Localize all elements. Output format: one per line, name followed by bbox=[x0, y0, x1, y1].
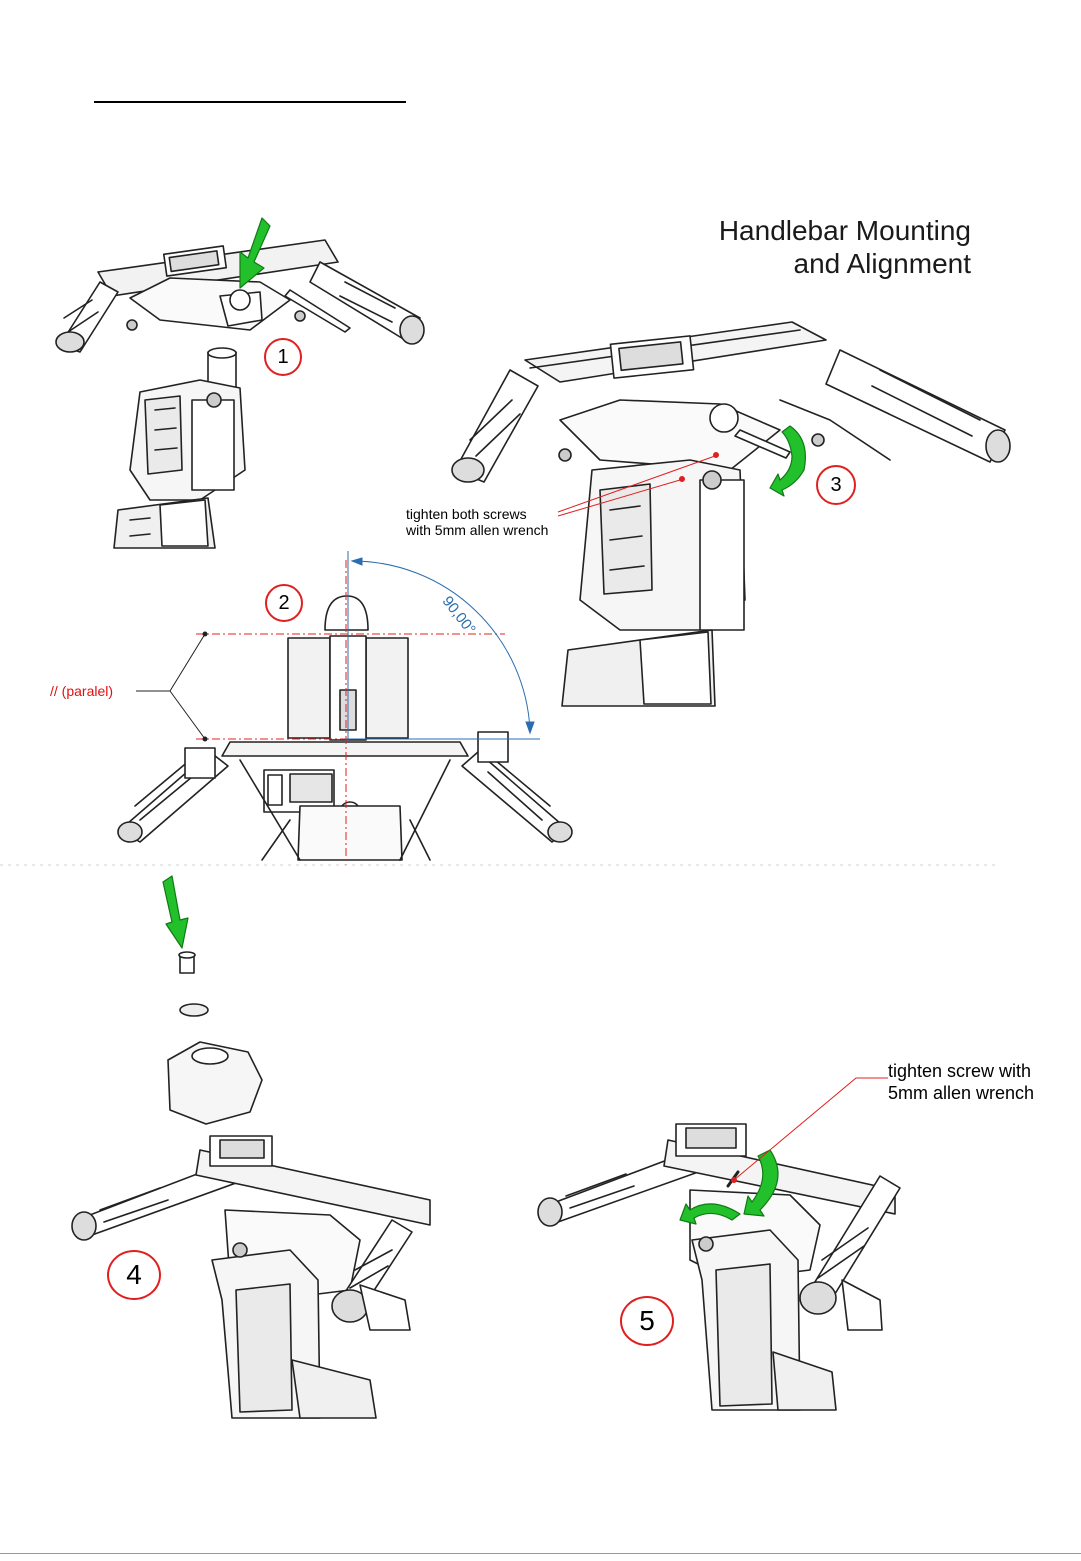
footer-rule bbox=[0, 1553, 1081, 1554]
step3-note-line-2: with 5mm allen wrench bbox=[406, 522, 548, 538]
step5-note-line-2: 5mm allen wrench bbox=[888, 1082, 1034, 1104]
step-badge-1: 1 bbox=[264, 338, 302, 376]
step-badge-4: 4 bbox=[107, 1250, 161, 1300]
figure-4-exploded bbox=[72, 952, 430, 1418]
parallel-label: // (paralel) bbox=[50, 683, 113, 699]
rotate-arrow-icon bbox=[770, 426, 805, 496]
step3-note-line-1: tighten both screws bbox=[406, 506, 548, 522]
parallel-bracket bbox=[136, 634, 205, 739]
figure-5-assembled bbox=[538, 1124, 900, 1410]
step5-note: tighten screw with 5mm allen wrench bbox=[888, 1060, 1034, 1104]
down-arrow-icon bbox=[163, 876, 188, 948]
step5-note-line-1: tighten screw with bbox=[888, 1060, 1034, 1082]
step-badge-2: 2 bbox=[265, 584, 303, 622]
step-badge-5: 5 bbox=[620, 1296, 674, 1346]
figure-2-front-view bbox=[118, 596, 572, 860]
step-badge-3: 3 bbox=[816, 465, 856, 505]
step3-note: tighten both screws with 5mm allen wrenc… bbox=[406, 506, 548, 538]
figure-1-stem bbox=[114, 348, 245, 548]
